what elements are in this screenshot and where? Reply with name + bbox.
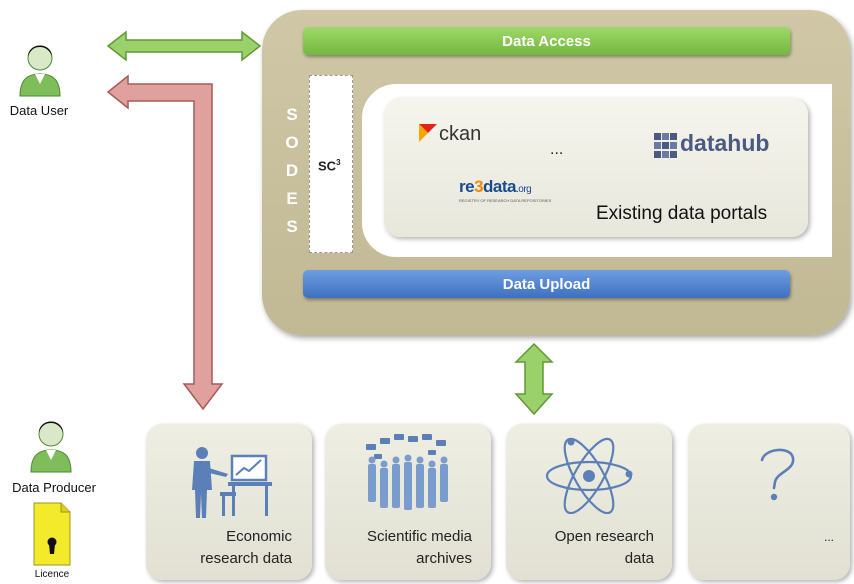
sodes-letter: S xyxy=(286,217,298,236)
sodes-letter: D xyxy=(285,161,299,180)
atom-icon xyxy=(545,437,633,514)
sodes-letter: E xyxy=(286,189,298,208)
crowd-speech-icon xyxy=(366,434,448,510)
economist-chart-icon xyxy=(192,447,272,518)
sc3-label: SC3 xyxy=(318,158,341,174)
licence-label: Licence xyxy=(34,569,70,580)
licence-document-icon xyxy=(33,502,71,566)
re3data-tagline: REGISTRY OF RESEARCH DATA REPOSITORIES xyxy=(459,198,552,203)
ckan-logo-icon xyxy=(419,124,437,142)
existing-portals-box xyxy=(384,98,808,237)
data-access-label: Data Access xyxy=(502,32,591,50)
datahub-logo-icon xyxy=(654,133,677,158)
user-sources-arrow xyxy=(106,74,224,411)
source-card-open-data xyxy=(506,424,672,580)
source-card-other xyxy=(688,424,850,580)
user-access-arrow xyxy=(106,30,262,62)
existing-portals-label: Existing data portals xyxy=(596,203,768,224)
source-label-other: ... xyxy=(823,530,834,544)
source-card-economic xyxy=(146,424,312,580)
portals-ellipsis: ... xyxy=(550,141,564,158)
question-mark-icon xyxy=(760,448,795,501)
sodes-letter: S xyxy=(286,105,298,124)
ckan-logo-text: ckan xyxy=(439,123,482,145)
data-access-bar: Data Access xyxy=(303,27,790,55)
data-upload-label: Data Upload xyxy=(502,275,591,293)
data-producer-label: Data Producer xyxy=(12,480,96,495)
datahub-logo-text: datahub xyxy=(680,130,770,156)
data-user-label: Data User xyxy=(9,103,69,118)
re3data-logo: re3data.org xyxy=(459,177,532,196)
upload-sources-arrow xyxy=(514,342,554,416)
data-upload-bar: Data Upload xyxy=(303,270,790,298)
data-producer-icon xyxy=(30,421,72,473)
sodes-letter: O xyxy=(285,133,299,152)
sc3-box xyxy=(309,75,353,253)
data-user-icon xyxy=(19,45,61,97)
